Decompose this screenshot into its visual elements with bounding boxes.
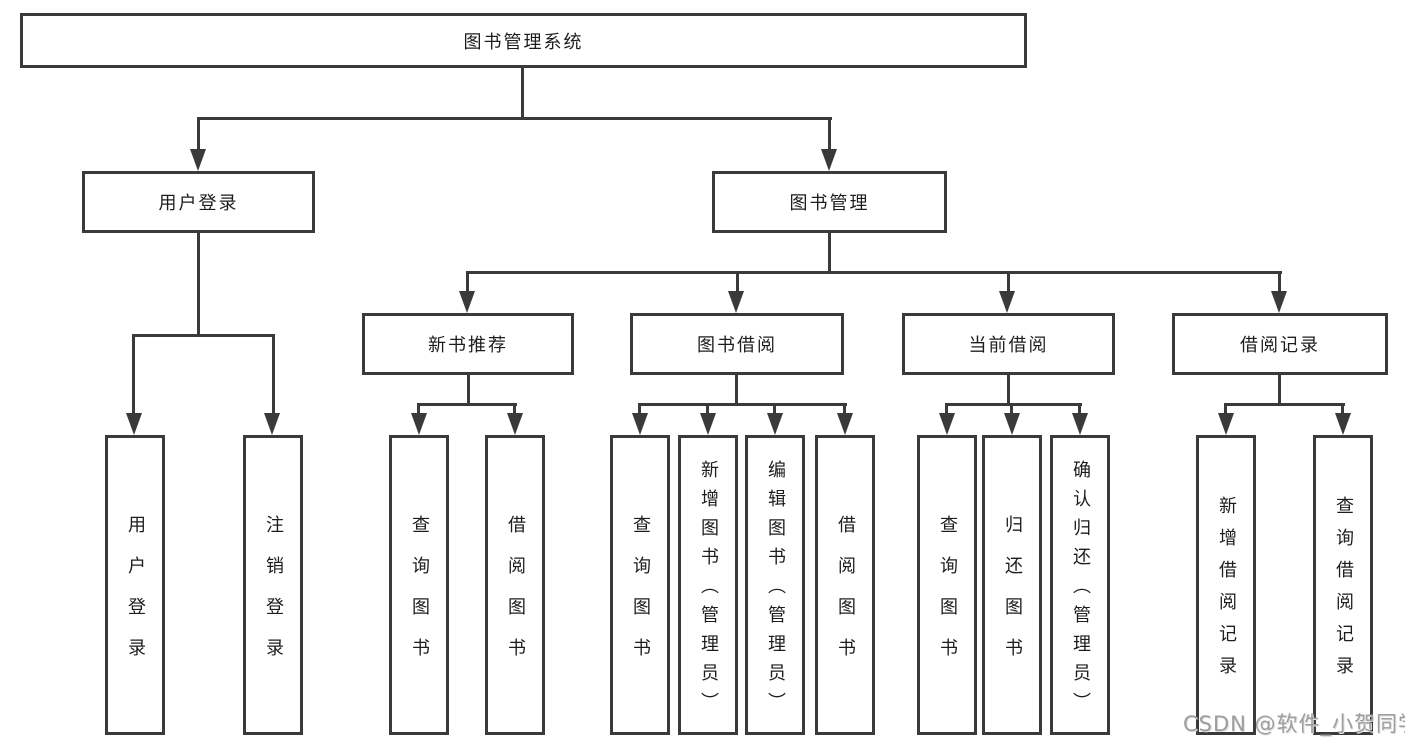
- connector-drop: [773, 403, 776, 415]
- leaf-current-return-books: 归还图书: [982, 435, 1042, 735]
- arrowhead-icon: [126, 413, 142, 435]
- leaf-label: 归还图书: [1002, 514, 1023, 679]
- arrowhead-icon: [190, 149, 206, 171]
- arrowhead-icon: [767, 413, 783, 435]
- node-user-login: 用户登录: [82, 171, 315, 233]
- connector-level1-hline: [197, 117, 832, 120]
- leaf-label: 查询图书: [409, 514, 430, 679]
- leaf-records-add-record: 新增借阅记录: [1196, 435, 1256, 735]
- arrowhead-icon: [728, 291, 744, 313]
- arrowhead-icon: [264, 413, 280, 435]
- node-new-book-recommend: 新书推荐: [362, 313, 574, 375]
- connector-drop: [1224, 403, 1227, 415]
- arrowhead-icon: [507, 413, 523, 435]
- connector-current-borrow-stem: [1007, 375, 1010, 406]
- leaf-borrow-query-books: 查询图书: [610, 435, 670, 735]
- arrowhead-icon: [459, 291, 475, 313]
- connector-drop-current-borrow: [1007, 271, 1010, 295]
- connector-drop: [513, 403, 516, 415]
- connector-book-borrow-hline: [638, 403, 847, 406]
- node-book-borrowing: 图书借阅: [630, 313, 844, 375]
- connector-drop: [1010, 403, 1013, 415]
- leaf-label: 借阅图书: [835, 514, 856, 679]
- connector-new-books-stem: [467, 375, 470, 406]
- arrowhead-icon: [632, 413, 648, 435]
- leaf-label: 查询图书: [937, 514, 958, 679]
- connector-current-borrow-hline: [945, 403, 1082, 406]
- leaf-label: 注销登录: [263, 514, 284, 679]
- connector-drop: [417, 403, 420, 415]
- arrowhead-icon: [1072, 413, 1088, 435]
- arrowhead-icon: [1335, 413, 1351, 435]
- connector-drop: [843, 403, 846, 415]
- node-book-management: 图书管理: [712, 171, 947, 233]
- connector-drop-book-mgmt: [828, 117, 831, 153]
- leaf-borrow-add-books-admin: 新增图书（管理员）: [678, 435, 738, 735]
- arrowhead-icon: [700, 413, 716, 435]
- connector-drop: [638, 403, 641, 415]
- connector-drop-leaf-logout: [272, 334, 275, 415]
- connector-user-login-stem: [197, 233, 200, 335]
- connector-user-login-hline: [133, 334, 275, 337]
- leaf-label: 借阅图书: [505, 514, 526, 679]
- leaf-label: 查询借阅记录: [1333, 496, 1354, 688]
- leaf-label: 新增借阅记录: [1216, 496, 1237, 688]
- connector-book-mgmt-stem: [828, 233, 831, 274]
- connector-drop: [945, 403, 948, 415]
- connector-new-books-hline: [417, 403, 517, 406]
- connector-drop-borrow-records: [1278, 271, 1281, 295]
- arrowhead-icon: [821, 149, 837, 171]
- leaf-borrow-edit-books-admin: 编辑图书（管理员）: [745, 435, 805, 735]
- connector-drop-user-login: [197, 117, 200, 153]
- connector-root-stem: [521, 68, 524, 120]
- connector-drop-new-books: [466, 271, 469, 295]
- connector-drop-leaf-login: [132, 334, 135, 415]
- leaf-recommend-query-books: 查询图书: [389, 435, 449, 735]
- leaf-label: 编辑图书（管理员）: [765, 460, 786, 721]
- connector-level2-hline: [466, 271, 1282, 274]
- node-borrowing-records: 借阅记录: [1172, 313, 1388, 375]
- connector-drop: [1341, 403, 1344, 415]
- leaf-label: 用户登录: [125, 514, 146, 679]
- arrowhead-icon: [837, 413, 853, 435]
- leaf-current-confirm-return-admin: 确认归还（管理员）: [1050, 435, 1110, 735]
- arrowhead-icon: [999, 291, 1015, 313]
- leaf-user-login: 用户登录: [105, 435, 165, 735]
- leaf-current-query-books: 查询图书: [917, 435, 977, 735]
- leaf-borrow-borrow-books: 借阅图书: [815, 435, 875, 735]
- node-current-borrowing: 当前借阅: [902, 313, 1115, 375]
- leaf-logout: 注销登录: [243, 435, 303, 735]
- leaf-label: 确认归还（管理员）: [1070, 460, 1091, 721]
- leaf-recommend-borrow-books: 借阅图书: [485, 435, 545, 735]
- arrowhead-icon: [1004, 413, 1020, 435]
- connector-records-hline: [1224, 403, 1345, 406]
- arrowhead-icon: [411, 413, 427, 435]
- arrowhead-icon: [1218, 413, 1234, 435]
- connector-drop: [706, 403, 709, 415]
- csdn-watermark: CSDN @软件_小贺同学: [1183, 712, 1405, 736]
- node-root-library-system: 图书管理系统: [20, 13, 1027, 68]
- arrowhead-icon: [939, 413, 955, 435]
- connector-book-borrow-stem: [735, 375, 738, 406]
- leaf-label: 查询图书: [630, 514, 651, 679]
- connector-records-stem: [1278, 375, 1281, 406]
- connector-drop: [1078, 403, 1081, 415]
- arrowhead-icon: [1271, 291, 1287, 313]
- connector-drop-book-borrow: [736, 271, 739, 295]
- leaf-label: 新增图书（管理员）: [698, 460, 719, 721]
- leaf-records-query-record: 查询借阅记录: [1313, 435, 1373, 735]
